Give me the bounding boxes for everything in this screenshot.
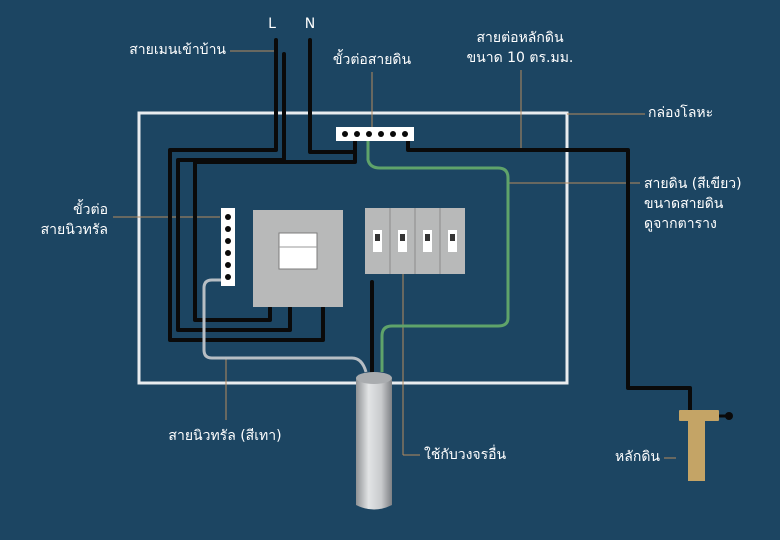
leader-lines (113, 50, 676, 459)
label-metal-box: กล่องโลหะ (648, 105, 714, 121)
label-phase-N: N (304, 16, 316, 32)
wire-N (308, 38, 357, 154)
ground-rod-shape (679, 410, 733, 481)
label-ground-rod: หลักดิน (615, 449, 660, 465)
live-wires (168, 38, 692, 414)
label-other-circuits: ใช้กับวงจรอื่น (424, 447, 507, 463)
neutral-terminal-strip (221, 208, 235, 286)
main-breaker (253, 210, 343, 307)
wire-L-inner (176, 52, 292, 332)
label-neutral-wire: สายนิวทรัล (สีเทา) (168, 428, 282, 444)
conduit-pipe (356, 372, 392, 510)
label-ground-wire-2: ขนาดสายดิน (644, 196, 724, 212)
label-ground-wire-3: ดูจากตาราง (644, 216, 717, 232)
label-ground-wire-1: สายดิน (สีเขียว) (644, 176, 742, 192)
ground-wire-green (366, 132, 510, 372)
label-neutral-terminal-2: สายนิวทรัล (40, 222, 108, 238)
label-main-line: สายเมนเข้าบ้าน (129, 42, 226, 58)
wire-ground-rod (406, 130, 692, 414)
ground-terminal-strip (336, 127, 414, 141)
label-neutral-terminal-1: ขั้วต่อ (73, 202, 108, 218)
metal-box (137, 111, 569, 385)
wire-L (168, 38, 325, 342)
branch-breakers (365, 208, 465, 274)
label-ground-rod-wire-2: ขนาด 10 ตร.มม. (466, 50, 574, 66)
label-phase-L: L (268, 16, 276, 32)
label-ground-terminal: ขั้วต่อสายดิน (332, 52, 412, 68)
neutral-wire-gray (202, 278, 368, 373)
label-ground-rod-wire-1: สายต่อหลักดิน (476, 30, 564, 46)
wire-N-to-box (193, 150, 357, 322)
